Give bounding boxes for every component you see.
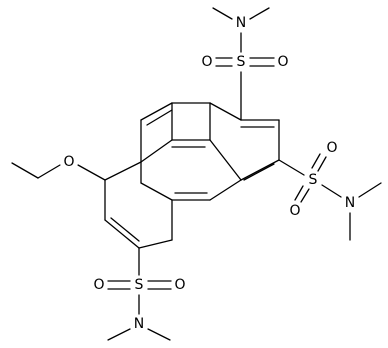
- bond-ring-13: [138, 239, 173, 249]
- atom-label-n-bottom: N: [134, 316, 144, 332]
- atom-n-bottom: N: [130, 315, 148, 333]
- atom-o-top-right: O: [274, 53, 292, 71]
- atom-label-layer: S O O N S O O N: [60, 14, 359, 333]
- bond-o-ether-ring: [77, 164, 106, 181]
- atom-label-o-bottom-left: O: [93, 277, 104, 293]
- bond-ring-14-inner: [110, 217, 140, 242]
- bond-ring-18: [140, 139, 173, 163]
- atom-label-o-ether: O: [63, 154, 74, 170]
- bond-ring-1: [140, 102, 173, 121]
- bond-ethyl-ch3: [11, 162, 39, 179]
- bond-ring-3: [209, 102, 242, 121]
- bond-s-right-n: [321, 184, 342, 198]
- bond-s-right-o-lower-b: [294, 185, 304, 201]
- bond-s-right-o-upper-a: [317, 156, 327, 172]
- atom-n-right: N: [341, 194, 359, 212]
- bond-ring-14: [104, 219, 140, 249]
- bond-s-right-ring: [278, 159, 305, 176]
- bond-layer: [11, 7, 382, 341]
- bond-ring-7-inner: [243, 163, 275, 181]
- atom-s-top: S: [232, 53, 250, 71]
- atom-o-bottom-right: O: [171, 276, 189, 294]
- atom-o-right-upper: O: [323, 139, 341, 157]
- bond-n-bottom-methyl-right: [147, 328, 171, 341]
- bond-ring-8: [209, 139, 242, 181]
- bond-s-right-o-upper-b: [311, 153, 321, 169]
- atom-s-right: S: [304, 171, 322, 189]
- bond-ring-9: [209, 179, 242, 201]
- atom-s-bottom: S: [130, 276, 148, 294]
- atom-label-o-top-right: O: [277, 54, 288, 70]
- atom-o-right-lower: O: [286, 202, 304, 220]
- atom-label-o-bottom-right: O: [174, 277, 185, 293]
- atom-label-n-right: N: [345, 195, 355, 211]
- bond-s-right-o-lower-a: [300, 188, 310, 203]
- bond-ring-11: [140, 182, 173, 201]
- atom-label-s-bottom: S: [135, 277, 144, 293]
- atom-label-o-top-left: O: [201, 54, 212, 70]
- bond-n-right-methyl-up: [358, 182, 382, 198]
- atom-o-ether: O: [60, 153, 78, 171]
- atom-label-o-right-lower: O: [289, 203, 300, 219]
- bond-o-ether-ch2: [37, 164, 61, 179]
- atom-n-top: N: [232, 14, 250, 32]
- atom-label-s-top: S: [237, 54, 246, 70]
- atom-label-o-right-upper: O: [326, 140, 337, 156]
- bond-ring-1-inner: [146, 109, 173, 126]
- bond-ring-7: [240, 159, 280, 181]
- atom-o-bottom-left: O: [90, 276, 108, 294]
- bond-ring-16: [104, 161, 142, 181]
- atom-o-top-left: O: [198, 53, 216, 71]
- bond-n-top-methyl-right: [249, 7, 270, 20]
- bond-n-bottom-methyl-left: [107, 328, 131, 341]
- bond-n-top-methyl-left: [212, 7, 233, 20]
- atom-label-n-top: N: [236, 15, 246, 31]
- atom-label-s-right: S: [309, 172, 318, 188]
